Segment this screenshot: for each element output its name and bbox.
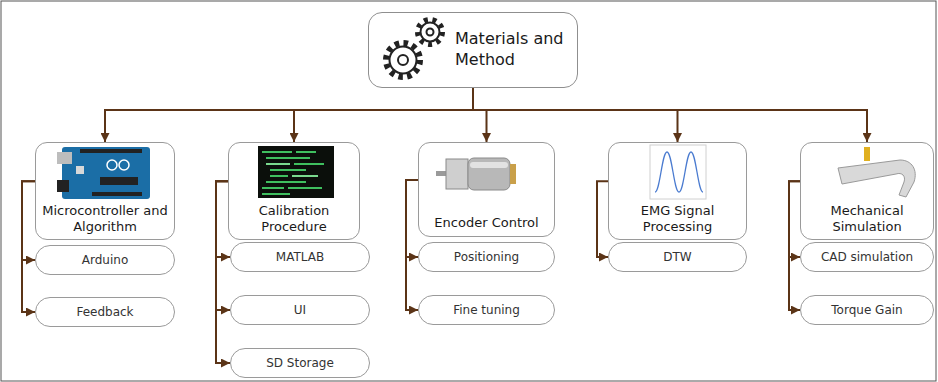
- subtopic-label: Torque Gain: [831, 303, 902, 317]
- connector-arrow: [473, 88, 487, 142]
- category-box: Microcontroller and Algorithm: [35, 142, 175, 240]
- connector-arrow: [105, 88, 473, 142]
- connector-arrow: [473, 88, 867, 142]
- subtopic-pill: UI: [230, 295, 370, 325]
- emg-chart: [650, 145, 706, 199]
- subtopic-label: Fine tuning: [453, 303, 520, 317]
- category-box: Mechanical Simulation: [800, 142, 934, 240]
- subtopic-pill: Arduino: [35, 245, 175, 275]
- subtopic-pill: CAD simulation: [800, 242, 934, 272]
- subtopic-pill: Torque Gain: [800, 295, 934, 325]
- category-title: Microcontroller and Algorithm: [40, 203, 170, 234]
- category-title: Calibration Procedure: [233, 203, 355, 234]
- gear-icon: [386, 20, 443, 78]
- category-box: Encoder Control: [418, 142, 555, 237]
- category-box: EMG Signal Processing: [608, 142, 747, 240]
- connector-arrow: [789, 181, 800, 257]
- subtopic-pill: DTW: [608, 242, 747, 272]
- subtopic-pill: Positioning: [418, 242, 555, 272]
- root-title: Materials and Method: [455, 29, 565, 71]
- category-title: Encoder Control: [423, 215, 550, 231]
- category-box: Calibration Procedure: [228, 142, 360, 240]
- root-box: Materials and Method: [368, 12, 578, 88]
- category-title: Mechanical Simulation: [805, 203, 929, 234]
- subtopic-label: SD Storage: [266, 356, 334, 370]
- connector-arrow: [597, 181, 608, 257]
- subtopic-pill: Feedback: [35, 297, 175, 327]
- subtopic-pill: Fine tuning: [418, 295, 555, 325]
- subtopic-pill: MATLAB: [230, 242, 370, 272]
- subtopic-label: MATLAB: [276, 250, 324, 264]
- connector-arrow: [406, 180, 418, 310]
- code-screen: [258, 146, 334, 198]
- subtopic-pill: SD Storage: [230, 348, 370, 378]
- subtopic-label: CAD simulation: [821, 250, 913, 264]
- connector-arrow: [22, 181, 35, 260]
- connector-arrow: [789, 181, 800, 310]
- gear-motor: [436, 158, 516, 190]
- subtopic-label: Arduino: [82, 253, 128, 267]
- subtopic-label: Feedback: [76, 305, 133, 319]
- subtopic-label: DTW: [663, 250, 691, 264]
- subtopic-label: UI: [294, 303, 306, 317]
- category-title: EMG Signal Processing: [613, 203, 742, 234]
- subtopic-label: Positioning: [454, 250, 519, 264]
- connector-arrow: [22, 181, 35, 312]
- gripper-model: [838, 147, 915, 197]
- connector-arrow: [473, 88, 678, 142]
- connector-arrow: [406, 180, 418, 257]
- arduino-board: [57, 147, 150, 199]
- connector-arrow: [294, 88, 473, 142]
